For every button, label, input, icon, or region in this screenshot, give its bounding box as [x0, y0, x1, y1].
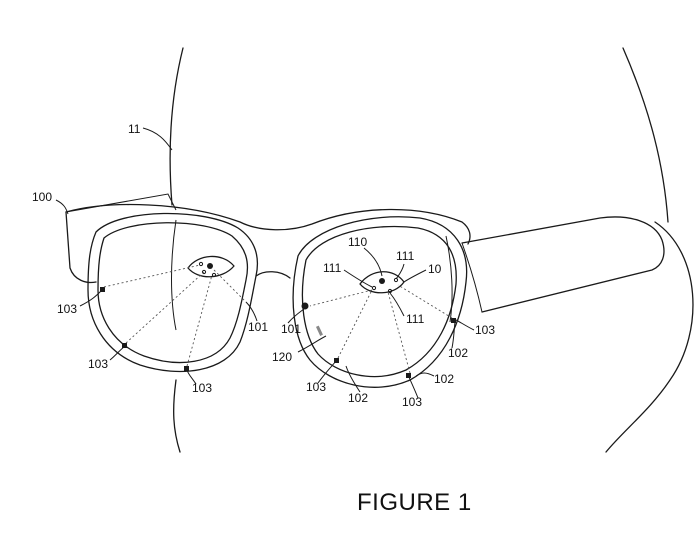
- ref-103-b: 103: [88, 357, 108, 371]
- ref-102-b: 102: [434, 372, 454, 386]
- head-outline: [169, 47, 184, 206]
- right-rim-outer: [292, 216, 468, 388]
- temple-arm: [461, 216, 665, 313]
- light-sources: [100, 287, 456, 378]
- frame-top: [65, 203, 471, 245]
- leader-lines: [55, 127, 475, 399]
- cameras: [301, 302, 323, 336]
- light-paths: [103, 264, 453, 374]
- ref-103-a: 103: [57, 302, 77, 316]
- ref-110: 110: [348, 235, 367, 249]
- lens-refraction-left: [171, 219, 177, 331]
- right-rim-inner: [301, 225, 457, 378]
- ref-111-c: 111: [406, 312, 425, 326]
- ref-120: 120: [272, 350, 292, 364]
- bridge: [255, 271, 291, 279]
- ref-101-right: 101: [281, 322, 301, 336]
- neck-left: [173, 379, 181, 453]
- frame-left-end: [65, 211, 97, 284]
- head-back: [605, 221, 694, 453]
- ref-100: 100: [32, 190, 52, 204]
- lens-refraction-right: [445, 235, 453, 323]
- ref-103-e: 103: [402, 395, 422, 409]
- ref-111-a: 111: [396, 249, 415, 263]
- ref-101-left: 101: [248, 320, 268, 334]
- ref-103-f: 103: [475, 323, 495, 337]
- left-eye: [187, 255, 235, 278]
- ref-103-d: 103: [306, 380, 326, 394]
- ref-10: 10: [428, 262, 442, 276]
- ref-102-c: 102: [448, 346, 468, 360]
- left-rim-outer: [87, 212, 259, 373]
- ref-103-c: 103: [192, 381, 212, 395]
- temple-left-stub: [65, 193, 177, 213]
- ref-111-b: 111: [323, 261, 342, 275]
- ref-11: 11: [128, 122, 141, 136]
- ref-102-a: 102: [348, 391, 368, 405]
- figure-caption: FIGURE 1: [357, 489, 472, 516]
- head-outline-right: [622, 47, 669, 223]
- temple-hinge: [461, 242, 483, 313]
- reference-numerals: 11 100 103 103 103 101 101 120 103 102 103 102 102 10…: [32, 122, 495, 409]
